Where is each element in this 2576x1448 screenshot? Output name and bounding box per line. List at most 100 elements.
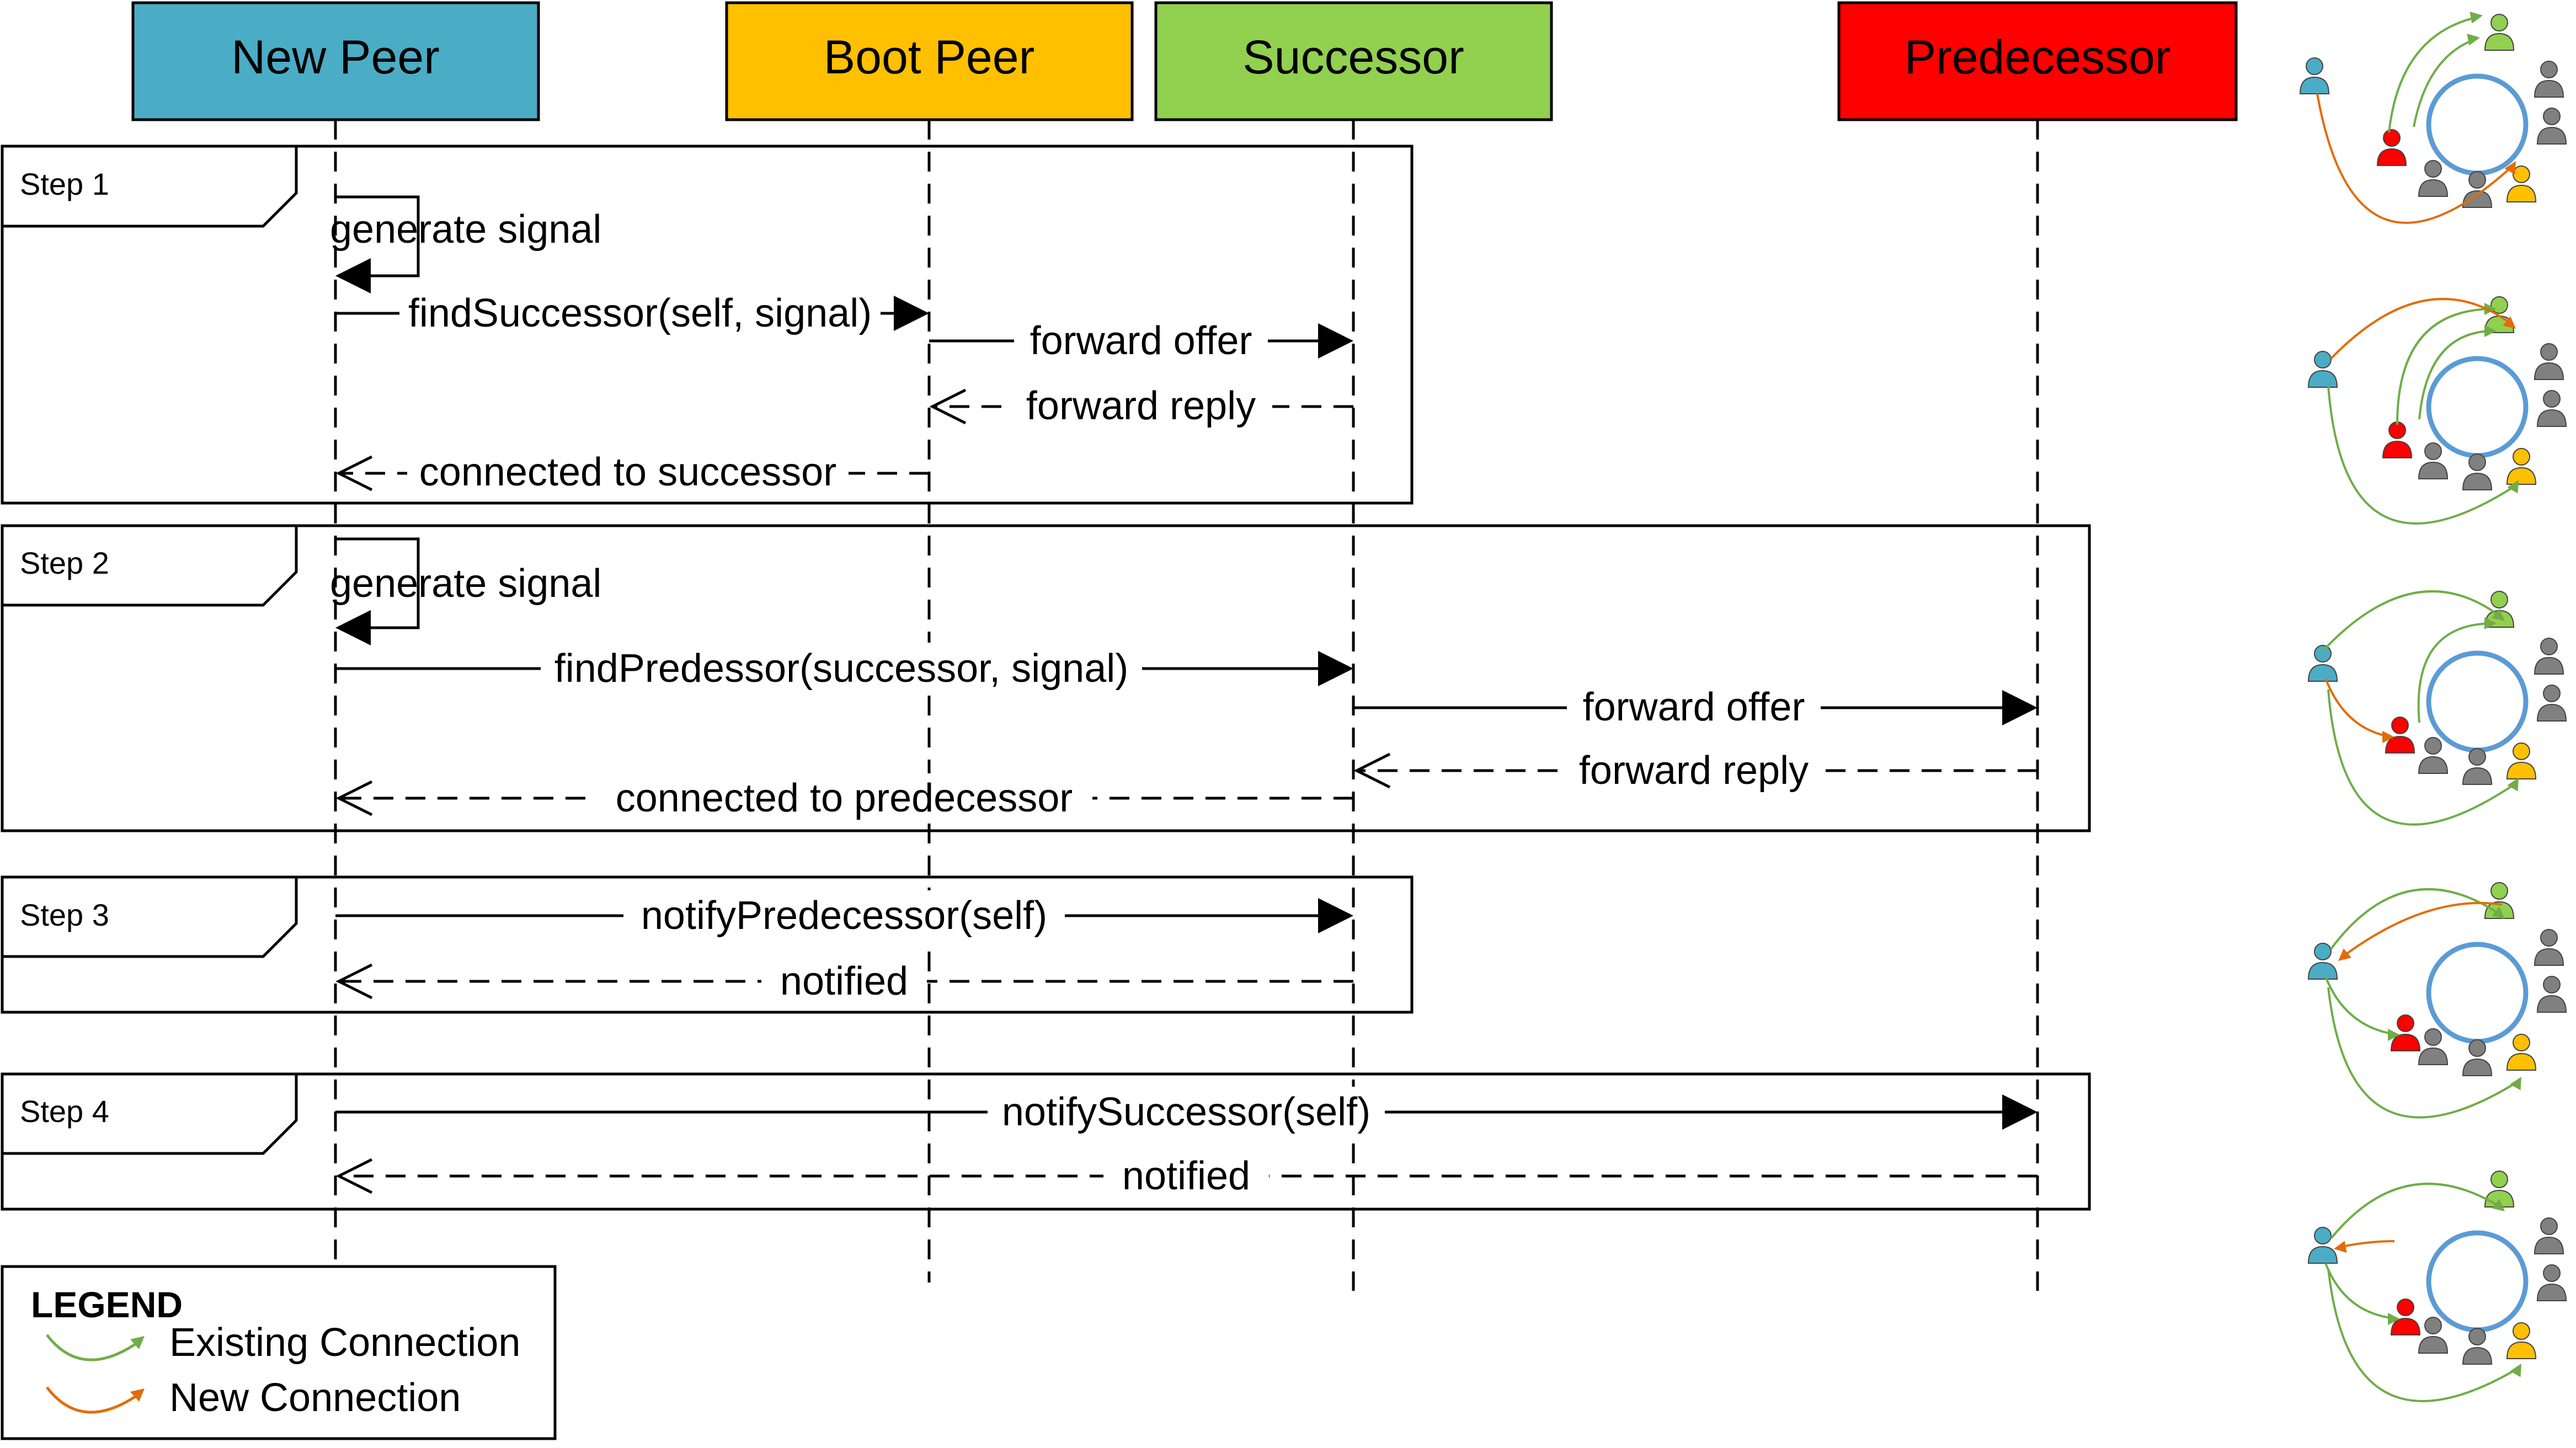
- other-peer-icon: [2418, 1317, 2449, 1354]
- s2-find-pred-label: findPredessor(successor, signal): [554, 646, 1128, 691]
- ring-circle: [2426, 356, 2529, 458]
- step-2-frame: [1, 524, 2091, 832]
- s1-forward-offer-message: forward offer: [929, 316, 1353, 365]
- participant-successor-label: Successor: [1242, 31, 1464, 84]
- new-peer-icon: [2307, 351, 2338, 388]
- s1-forward-offer-label: forward offer: [1030, 319, 1252, 363]
- new-connection-arrow: [2316, 93, 2514, 224]
- ring-state-2: [2426, 356, 2529, 458]
- s1-forward-reply-message: forward reply: [929, 381, 1353, 430]
- other-peer-icon: [2534, 638, 2564, 675]
- s3-notified-label: notified: [780, 959, 908, 1003]
- successor-peer-icon: [2484, 14, 2515, 51]
- boot-peer-icon: [2506, 448, 2537, 485]
- predecessor-peer-icon: [2390, 1014, 2421, 1051]
- s3-notify-label: notifyPredecessor(self): [641, 894, 1047, 938]
- other-peer-icon: [2418, 160, 2449, 197]
- step-3-label: Step 3: [20, 897, 109, 932]
- s3-notify-message: notifyPredecessor(self): [335, 890, 1353, 940]
- new-peer-icon: [2307, 645, 2338, 682]
- boot-peer-icon: [2506, 1034, 2537, 1071]
- other-peer-icon: [2536, 390, 2567, 427]
- s4-notified-message: notified: [335, 1151, 2038, 1201]
- step-1-frame: [1, 145, 1414, 505]
- other-peer-icon: [2534, 1217, 2564, 1254]
- existing-connection-arrow: [2327, 987, 2520, 1119]
- s2-forward-offer-message: forward offer: [1353, 682, 2038, 732]
- other-peer-icon: [2536, 108, 2567, 145]
- existing-connection-arrow: [2324, 1263, 2395, 1319]
- s2-self-message: generate signal: [330, 537, 601, 645]
- existing-connection-arrow: [2330, 888, 2503, 950]
- existing-connection-arrow: [2418, 330, 2494, 420]
- s3-notified-message: notified: [335, 957, 1353, 1006]
- existing-connection-arrow: [2324, 976, 2395, 1035]
- existing-connection-arrow: [2388, 15, 2481, 133]
- new-connection-arrow: [2341, 902, 2503, 958]
- other-peer-icon: [2534, 343, 2564, 380]
- s1-find-successor-message: findSuccessor(self, signal): [335, 287, 929, 336]
- s1-connected-message: connected to successor: [335, 447, 929, 496]
- ring-state-4: [2426, 942, 2529, 1044]
- ring-illustrations: [2299, 11, 2567, 1402]
- legend-new-label: New Connection: [169, 1376, 461, 1420]
- existing-connection-arrow: [2396, 308, 2494, 425]
- predecessor-peer-icon: [2385, 717, 2415, 754]
- s2-forward-offer-label: forward offer: [1583, 685, 1805, 729]
- s2-self-label: generate signal: [330, 562, 601, 606]
- ring-state-5: [2426, 1230, 2529, 1333]
- s1-self-message: generate signal: [330, 195, 601, 293]
- participant-predecessor-label: Predecessor: [1905, 31, 2171, 84]
- participant-new-peer: New Peer: [131, 1, 540, 121]
- ring-circle: [2426, 650, 2529, 753]
- other-peer-icon: [2462, 171, 2493, 208]
- other-peer-icon: [2536, 685, 2567, 722]
- other-peer-icon: [2536, 976, 2567, 1013]
- predecessor-peer-icon: [2376, 129, 2407, 166]
- s2-connected-label: connected to predecessor: [616, 776, 1073, 820]
- boot-peer-icon: [2506, 165, 2537, 202]
- s1-forward-reply-label: forward reply: [1026, 384, 1256, 428]
- s2-forward-reply-message: forward reply: [1353, 746, 2038, 795]
- existing-connection-arrow: [2327, 1268, 2520, 1402]
- new-connection-arrow: [2330, 298, 2514, 360]
- ring-circle: [2426, 942, 2529, 1044]
- boot-peer-icon: [2506, 742, 2537, 779]
- s4-notify-label: notifySuccessor(self): [1002, 1090, 1370, 1134]
- other-peer-icon: [2418, 442, 2449, 479]
- other-peer-icon: [2534, 61, 2564, 98]
- existing-connection-arrow: [2413, 38, 2478, 127]
- successor-peer-icon: [2484, 882, 2515, 919]
- s1-find-successor-label: findSuccessor(self, signal): [408, 291, 872, 335]
- s4-notify-message: notifySuccessor(self): [335, 1087, 2038, 1136]
- participant-predecessor: Predecessor: [1837, 1, 2238, 121]
- legend-existing-label: Existing Connection: [169, 1321, 520, 1365]
- participant-boot-peer-label: Boot Peer: [824, 31, 1034, 84]
- ring-state-3: [2426, 650, 2529, 753]
- participant-successor: Successor: [1154, 1, 1553, 121]
- predecessor-peer-icon: [2382, 421, 2413, 458]
- new-peer-icon: [2307, 943, 2338, 980]
- other-peer-icon: [2418, 1028, 2449, 1065]
- s2-forward-reply-label: forward reply: [1579, 749, 1809, 793]
- existing-connection-arrow: [2330, 1183, 2503, 1239]
- s4-notified-label: notified: [1122, 1154, 1250, 1198]
- s1-connected-label: connected to successor: [419, 450, 836, 494]
- new-connection-arrow: [2324, 678, 2390, 738]
- legend-title: LEGEND: [31, 1284, 183, 1325]
- legend: LEGEND Existing Connection New Connectio…: [1, 1265, 557, 1440]
- step-1-label: Step 1: [20, 167, 109, 201]
- ring-circle: [2426, 1230, 2529, 1333]
- step-3-frame: [1, 875, 1414, 1014]
- existing-connection-arrow: [2322, 590, 2503, 652]
- new-peer-icon: [2307, 1227, 2338, 1264]
- s1-self-label: generate signal: [330, 207, 601, 252]
- other-peer-icon: [2462, 1328, 2493, 1365]
- s2-connected-message: connected to predecessor: [335, 773, 1353, 823]
- legend-new-arrow: [46, 1386, 142, 1414]
- other-peer-icon: [2418, 737, 2449, 774]
- other-peer-icon: [2462, 1039, 2493, 1076]
- s2-find-pred-message: findPredessor(successor, signal): [335, 643, 1353, 692]
- new-peer-icon: [2299, 57, 2330, 94]
